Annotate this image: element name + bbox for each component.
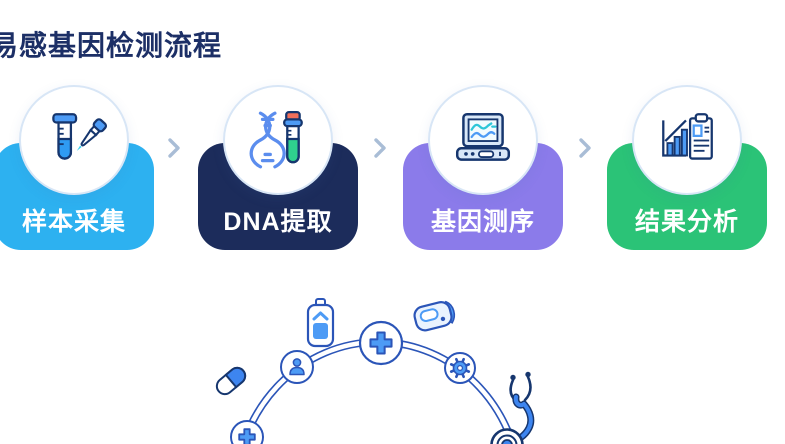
step-card-sample-collection: 样本采集	[0, 85, 154, 250]
chevron-right-icon	[168, 138, 180, 158]
bar-chart-report-icon	[632, 85, 742, 195]
capsule-pill-icon	[215, 366, 247, 396]
page-title: 易感基因检测流程	[0, 30, 223, 61]
medical-icons-arc	[215, 298, 535, 444]
dna-helix-test-tube-icon	[223, 85, 333, 195]
test-tube-dropper-icon	[19, 85, 129, 195]
medical-cross-node-icon	[230, 420, 264, 444]
pager-device-icon	[413, 300, 456, 332]
user-node-icon	[280, 350, 314, 384]
step-label: 样本采集	[21, 208, 126, 236]
step-label: 结果分析	[634, 208, 739, 236]
laptop-waveform-icon	[428, 85, 538, 195]
chevron-right-icon	[579, 138, 591, 158]
medical-cross-node-icon	[358, 320, 404, 366]
step-card-gene-sequencing: 基因测序	[403, 85, 563, 250]
step-card-dna-extraction: DNA提取	[198, 85, 358, 250]
gear-node-icon	[444, 352, 476, 384]
step-label: DNA提取	[223, 208, 333, 236]
step-card-result-analysis: 结果分析	[607, 85, 767, 250]
chevron-right-icon	[374, 138, 386, 158]
step-label: 基因测序	[430, 208, 535, 236]
stethoscope-icon	[490, 371, 535, 444]
medicine-bottle-icon	[306, 298, 335, 348]
